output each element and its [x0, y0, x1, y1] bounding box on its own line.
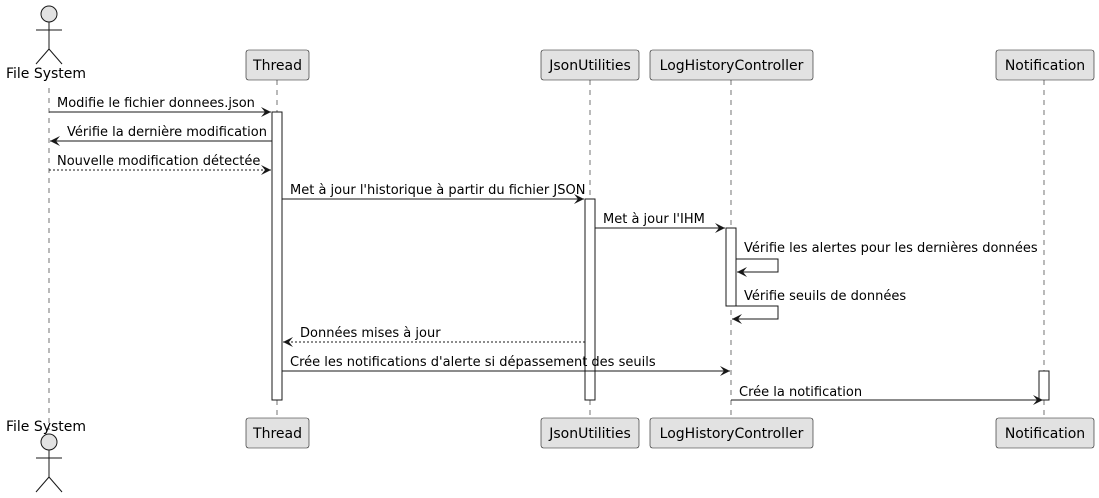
- participant-log-history-controller: LogHistoryController: [649, 49, 814, 81]
- message-label: Met à jour l'IHM: [603, 212, 705, 227]
- activation-bar-notification: [1038, 370, 1050, 401]
- participant-json-utilities: JsonUtilities: [540, 49, 640, 81]
- self-message-arrow: [736, 258, 779, 277]
- activations: [271, 111, 1050, 401]
- activation-bar-json-utilities: [584, 198, 596, 401]
- message-label: Modifie le fichier donnees.json: [57, 96, 255, 111]
- participant-thread-bottom: Thread: [245, 417, 310, 449]
- participant-label: Thread: [252, 58, 302, 74]
- participant-label: JsonUtilities: [548, 58, 631, 74]
- participant-label: Notification: [1005, 58, 1085, 74]
- participant-label: LogHistoryController: [660, 426, 804, 442]
- actor-label: File System: [6, 419, 86, 435]
- messages: Modifie le fichier donnees.json Vérifie …: [49, 96, 1043, 405]
- message-label: Crée la notification: [739, 385, 862, 400]
- participants-top: File System Thread JsonUtilities LogHist…: [6, 5, 1095, 82]
- self-message-arrow: [732, 305, 779, 324]
- actor-file-system-bottom: File System: [6, 419, 86, 493]
- activation-bar-log-history-controller: [725, 227, 737, 307]
- participant-notification: Notification: [995, 49, 1095, 81]
- participant-label: LogHistoryController: [660, 58, 804, 74]
- message-label: Crée les notifications d'alerte si dépas…: [290, 355, 656, 370]
- message-label: Met à jour l'historique à partir du fich…: [290, 183, 585, 198]
- participant-label: Thread: [252, 426, 302, 442]
- participant-notification-bottom: Notification: [995, 417, 1095, 449]
- message-label: Vérifie seuils de données: [744, 289, 906, 304]
- activation-bar-thread: [271, 111, 283, 401]
- participant-thread: Thread: [245, 49, 310, 81]
- actor-file-system: File System: [6, 5, 86, 82]
- actor-label: File System: [6, 66, 86, 82]
- participant-json-utilities-bottom: JsonUtilities: [540, 417, 640, 449]
- participant-log-history-controller-bottom: LogHistoryController: [649, 417, 814, 449]
- participant-label: Notification: [1005, 426, 1085, 442]
- participants-bottom: File System Thread JsonUtilities LogHist…: [6, 417, 1095, 493]
- participant-label: JsonUtilities: [548, 426, 631, 442]
- message-label: Nouvelle modification détectée: [57, 154, 260, 169]
- message-label: Vérifie les alertes pour les dernières d…: [744, 241, 1038, 256]
- message-label: Vérifie la dernière modification: [67, 125, 267, 140]
- actor-icon: [35, 433, 63, 493]
- actor-icon: [35, 5, 63, 65]
- message-label: Données mises à jour: [300, 326, 441, 341]
